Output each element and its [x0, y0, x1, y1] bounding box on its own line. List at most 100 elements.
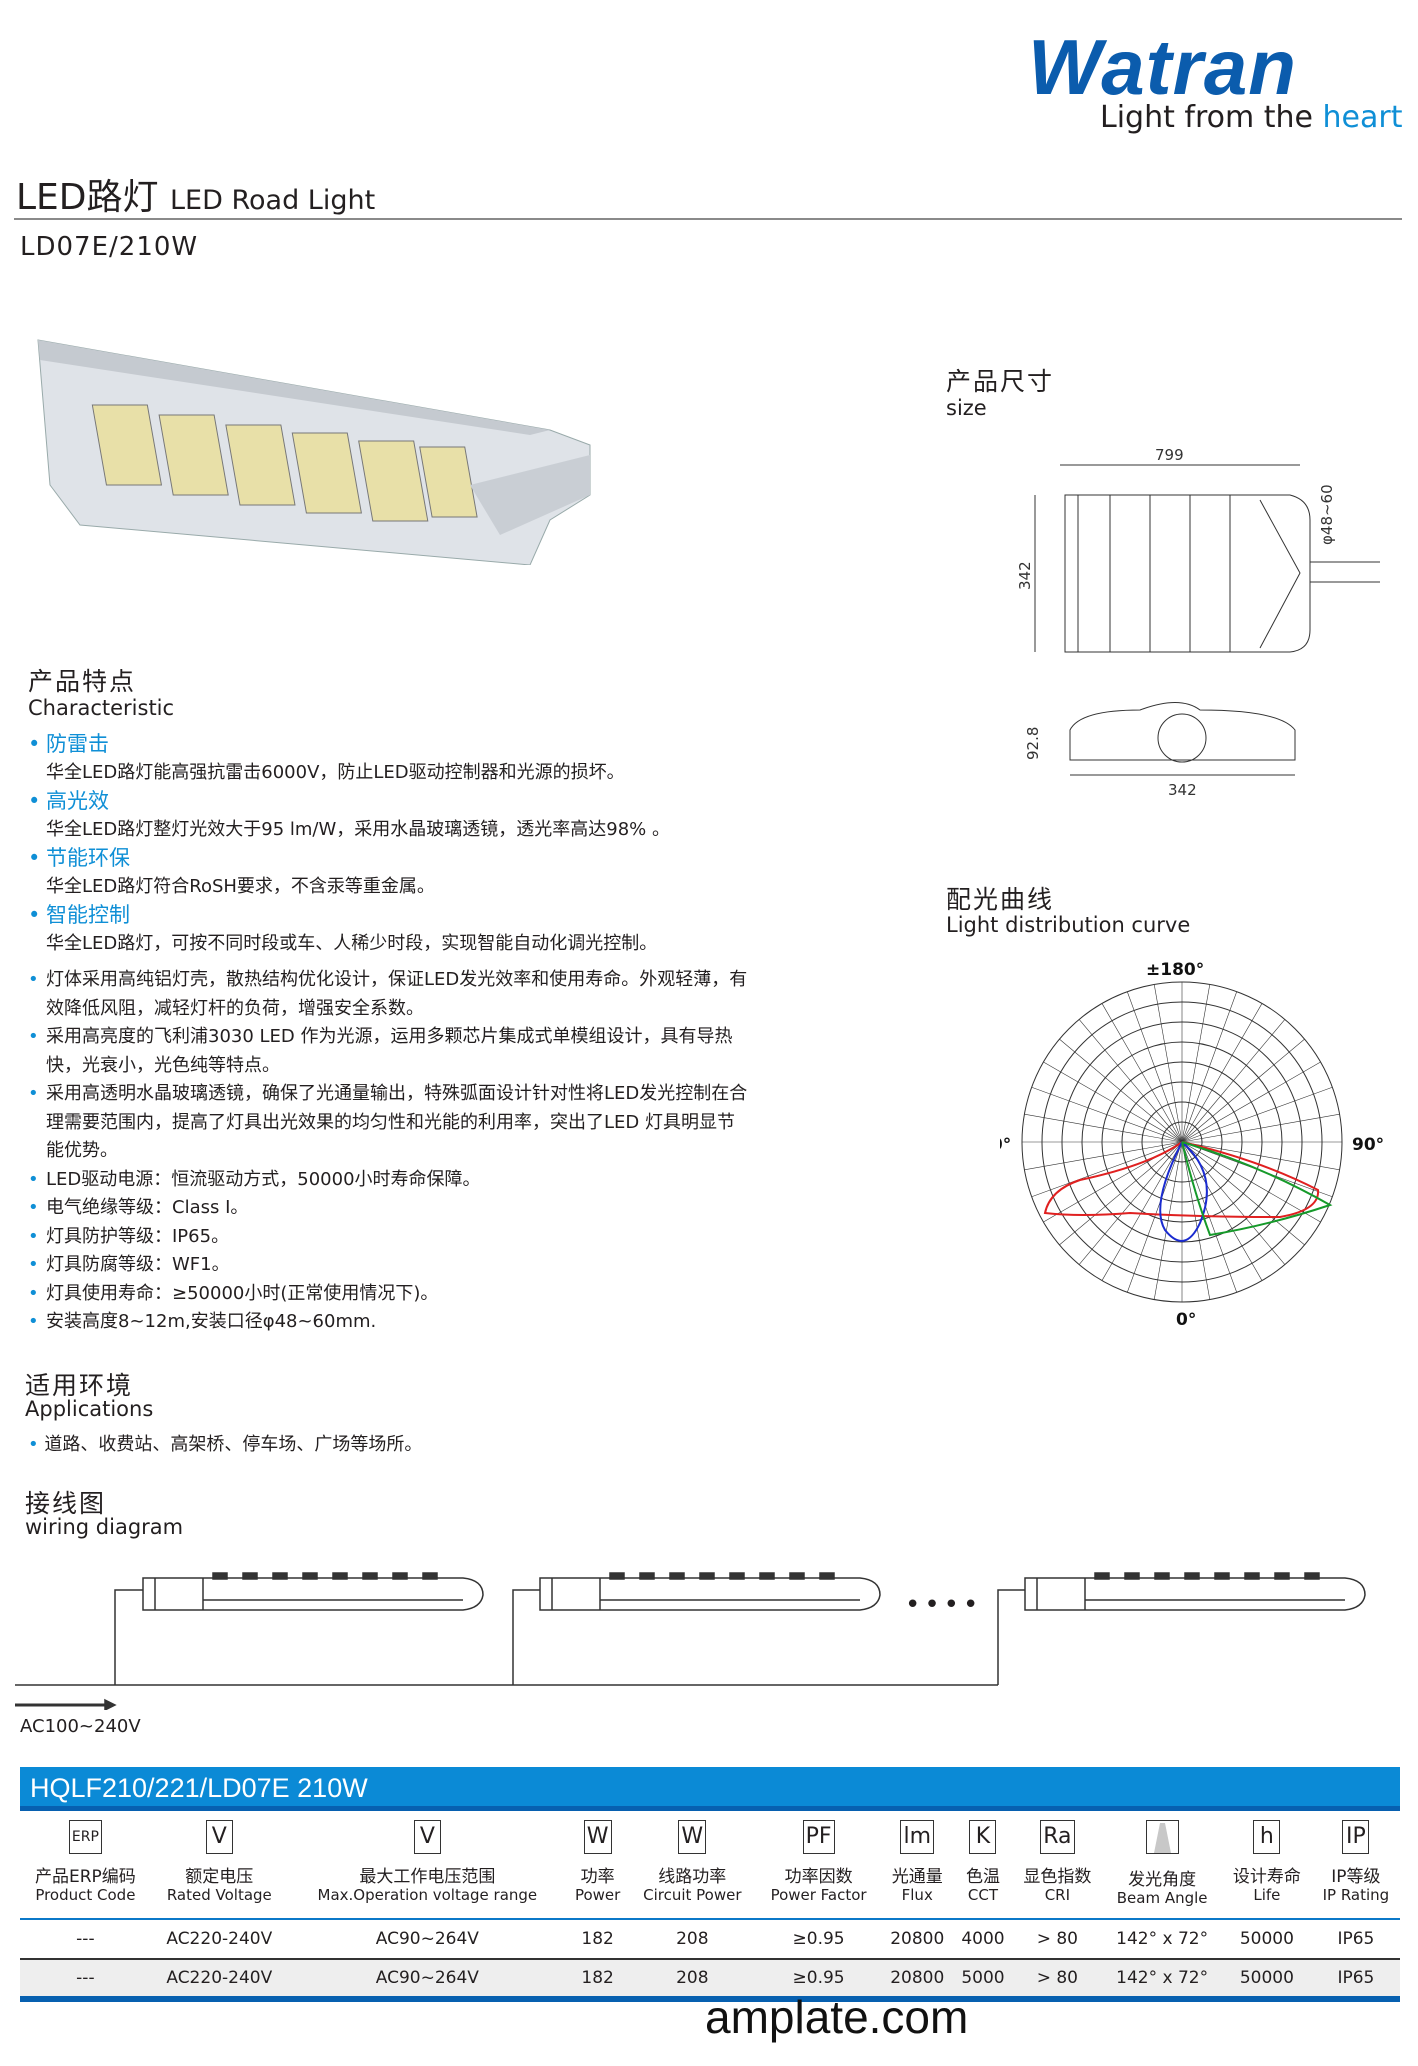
column-header-en: Life: [1253, 1886, 1281, 1904]
table-cell: ≥0.95: [792, 1968, 845, 1988]
feature-bullet: 采用高亮度的飞利浦3030 LED 作为光源，运用多颗芯片集成式单模组设计，具有…: [28, 1023, 748, 1080]
spec-icon: ERP: [68, 1820, 102, 1854]
table-cell: 50000: [1239, 1968, 1294, 1988]
characteristic-subheading: Characteristic: [28, 696, 175, 720]
tagline-text: Light from the: [1100, 100, 1323, 135]
spec-icon: W: [583, 1820, 612, 1854]
feature-bullet: 采用高透明水晶玻璃透镜，确保了光通量输出，特殊弧面设计针对性将LED发光控制在合…: [28, 1080, 748, 1166]
highlight-title: 高光效: [28, 787, 748, 816]
column-header-en: CCT: [967, 1886, 999, 1904]
curve-blue: [1159, 1141, 1208, 1242]
highlight-text: 华全LED路灯，可按不同时段或车、人稀少时段，实现智能自动化调光控制。: [46, 932, 658, 954]
column-header-cn: 色温: [965, 1867, 1000, 1887]
column-header-en: Rated Voltage: [166, 1886, 272, 1904]
polar-chart: ±180° -90° 90° 0°: [1000, 960, 1384, 1330]
column-header-en: Flux: [901, 1886, 933, 1904]
column-header-en: Max.Operation voltage range: [317, 1886, 538, 1904]
dim-height: 342: [1016, 561, 1034, 590]
highlight-title: 防雷击: [28, 730, 748, 759]
highlight-title: 智能控制: [28, 901, 748, 930]
table-cell: AC220-240V: [166, 1929, 273, 1949]
table-cell: AC90~264V: [375, 1929, 479, 1949]
dim-length: 799: [1155, 446, 1184, 464]
column-header-cn: IP等级: [1331, 1867, 1381, 1887]
spec-header-bar: HQLF210/221/LD07E 210W: [20, 1767, 1400, 1811]
table-cell: 208: [676, 1968, 709, 1988]
applications-subheading: Applications: [25, 1397, 154, 1421]
spec-icon: V: [205, 1820, 233, 1854]
column-header-en: Beam Angle: [1116, 1889, 1208, 1907]
table-cell: AC90~264V: [375, 1968, 479, 1988]
table-cell: > 80: [1036, 1929, 1078, 1949]
column-header-en: Power Factor: [770, 1886, 867, 1904]
column-header-en: Circuit Power: [643, 1886, 742, 1904]
characteristic-list: 防雷击华全LED路灯能高强抗雷击6000V，防止LED驱动控制器和光源的损坏。高…: [28, 730, 748, 1337]
wiring-continuation-dots: ••••: [905, 1590, 983, 1620]
title-en: LED Road Light: [169, 185, 376, 216]
label-bottom: 0°: [1176, 1310, 1196, 1330]
table-cell: ≥0.95: [792, 1929, 845, 1949]
highlight-text: 华全LED路灯符合RoSH要求，不含汞等重金属。: [46, 875, 435, 897]
page-title: LED路灯 LED Road Light: [16, 168, 375, 220]
curve-subheading: Light distribution curve: [946, 913, 1191, 937]
column-header-cn: 线路功率: [658, 1867, 727, 1887]
spec-icon: PF: [802, 1820, 835, 1854]
feature-bullet: 灯具防护等级：IP65。: [28, 1223, 748, 1252]
table-cell: AC220-240V: [166, 1968, 273, 1988]
spec-icon: lm: [900, 1820, 934, 1854]
wiring-heading: 接线图: [25, 1489, 107, 1518]
table-cell: 5000: [961, 1968, 1005, 1988]
table-cell: 50000: [1239, 1929, 1294, 1949]
applications-heading: 适用环境: [25, 1371, 134, 1400]
label-left: -90°: [1000, 1135, 1011, 1155]
spec-icon: W: [678, 1820, 707, 1854]
table-cell: ---: [76, 1968, 95, 1988]
feature-bullet: 灯体采用高纯铝灯壳，散热结构优化设计，保证LED发光效率和使用寿命。外观轻薄，有…: [28, 966, 748, 1023]
characteristic-heading: 产品特点: [28, 667, 137, 696]
table-cell: 142° x 72°: [1116, 1929, 1209, 1949]
feature-bullet: 安装高度8~12m,安装口径φ48~60mm.: [28, 1308, 748, 1337]
title-cn: LED路灯: [16, 177, 159, 218]
table-cell: IP65: [1337, 1929, 1375, 1949]
table-cell: 142° x 72°: [1116, 1968, 1209, 1988]
applications-item: • 道路、收费站、高架桥、停车场、广场等场所。: [28, 1434, 423, 1455]
spec-icon: IP: [1342, 1820, 1370, 1854]
dim-side-height: 92.8: [1024, 727, 1042, 760]
table-cell: 182: [581, 1929, 614, 1949]
tagline-highlight: heart: [1322, 100, 1403, 135]
highlight-text: 华全LED路灯整灯光效大于95 lm/W，采用水晶玻璃透镜，透光率高达98% 。: [46, 818, 671, 840]
spec-icon: V: [413, 1820, 441, 1854]
feature-bullet: 电气绝缘等级：Class Ⅰ。: [28, 1194, 748, 1223]
wiring-subheading: wiring diagram: [25, 1515, 184, 1539]
column-header-cn: 最大工作电压范围: [359, 1867, 496, 1887]
label-right: 90°: [1352, 1135, 1384, 1155]
beam-angle-icon: [1145, 1820, 1179, 1854]
brand-tagline: Light from the heart: [1100, 100, 1402, 135]
product-image: [37, 339, 591, 565]
spec-icon: K: [969, 1820, 997, 1854]
table-cell: 208: [676, 1929, 709, 1949]
curve-red: [1043, 1141, 1320, 1219]
highlight-title: 节能环保: [28, 844, 748, 873]
applications-text: 道路、收费站、高架桥、停车场、广场等场所。: [44, 1434, 423, 1455]
dim-side-width: 342: [1168, 781, 1197, 799]
dim-pipe: φ48~60: [1318, 484, 1336, 545]
spec-icon: h: [1253, 1820, 1281, 1854]
table-cell: 182: [581, 1968, 614, 1988]
column-header-en: IP Rating: [1322, 1886, 1390, 1904]
highlight-text: 华全LED路灯能高强抗雷击6000V，防止LED驱动控制器和光源的损坏。: [46, 761, 625, 783]
curve-heading: 配光曲线: [946, 885, 1055, 914]
column-header-en: CRI: [1044, 1886, 1071, 1904]
wiring-diagram: [15, 1572, 1366, 1710]
column-header-cn: 发光角度: [1128, 1870, 1197, 1890]
column-header-cn: 光通量: [891, 1867, 943, 1887]
size-heading: 产品尺寸: [946, 367, 1055, 396]
model-number: LD07E/210W: [20, 232, 199, 262]
spec-icon: Ra: [1040, 1820, 1075, 1854]
watermark: amplate.com: [705, 1991, 969, 2043]
feature-bullet: LED驱动电源：恒流驱动方式，50000小时寿命保障。: [28, 1166, 748, 1195]
table-cell: 20800: [890, 1968, 945, 1988]
